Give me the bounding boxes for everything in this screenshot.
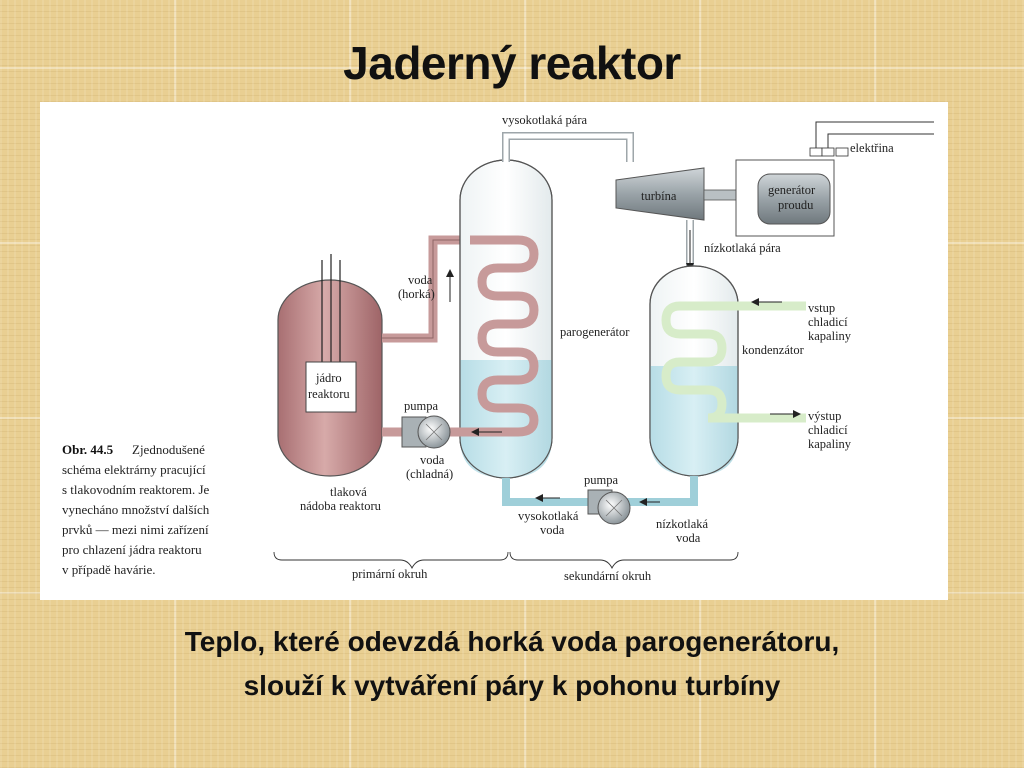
- secondary-pump-icon: [587, 489, 631, 525]
- label-turbine: turbína: [641, 189, 677, 203]
- reactor-diagram: vysokotlaká pára elektřina turbína gener…: [40, 102, 948, 600]
- figure-caption: Obr. 44.5 Zjednodušené schéma elektrárny…: [62, 442, 210, 577]
- label-hp-water-2: voda: [540, 523, 565, 537]
- label-coolant-in-2: chladicí: [808, 315, 848, 329]
- caption-line-7: v případě havárie.: [62, 562, 155, 577]
- primary-hot-pipe: [382, 235, 470, 343]
- label-core-2: reaktoru: [308, 387, 350, 401]
- bottom-text-line-1: Teplo, které odevzdá horká voda parogene…: [184, 626, 840, 657]
- generator: [735, 121, 934, 237]
- label-hot-water-2: (horká): [398, 287, 435, 301]
- label-coolant-out-2: chladicí: [808, 423, 848, 437]
- label-pump-primary: pumpa: [404, 399, 438, 413]
- slide-bottom-text: Teplo, které odevzdá horká voda parogene…: [0, 620, 1024, 708]
- reactor-schematic: vysokotlaká pára elektřina turbína gener…: [62, 113, 934, 583]
- label-generator-1: generátor: [768, 183, 816, 197]
- label-high-pressure-steam: vysokotlaká pára: [502, 113, 587, 127]
- caption-line-3: s tlakovodním reaktorem. Je: [62, 482, 210, 497]
- pressure-vessel: [277, 254, 383, 477]
- label-hot-water-1: voda: [408, 273, 433, 287]
- circuit-brackets: [273, 551, 739, 570]
- label-vessel-2: nádoba reaktoru: [300, 499, 382, 513]
- turbine: [615, 167, 739, 221]
- label-coolant-out-1: výstup: [808, 409, 841, 423]
- steam-generator: [450, 159, 553, 479]
- label-condenser: kondenzátor: [742, 343, 805, 357]
- label-generator-2: proudu: [778, 198, 814, 212]
- label-pump-secondary: pumpa: [584, 473, 618, 487]
- caption-line-1: Zjednodušené: [132, 442, 205, 457]
- label-lp-water-1: nízkotlaká: [656, 517, 709, 531]
- condenser: [649, 265, 806, 477]
- caption-line-2: schéma elektrárny pracující: [62, 462, 206, 477]
- label-primary-circuit: primární okruh: [352, 567, 428, 581]
- label-steam-generator: parogenerátor: [560, 325, 630, 339]
- caption-line-5: prvků — mezi nimi zařízení: [62, 522, 209, 537]
- label-electricity: elektřina: [850, 141, 894, 155]
- caption-line-4: vynecháno množství dalších: [62, 502, 210, 517]
- label-coolant-out-3: kapaliny: [808, 437, 852, 451]
- label-lp-water-2: voda: [676, 531, 701, 545]
- label-coolant-in-3: kapaliny: [808, 329, 852, 343]
- steam-line: [502, 132, 634, 162]
- caption-number: Obr. 44.5: [62, 442, 114, 457]
- label-hp-water-1: vysokotlaká: [518, 509, 579, 523]
- bottom-text-line-2: slouží k vytváření páry k pohonu turbíny: [243, 670, 781, 701]
- caption-line-6: pro chlazení jádra reaktoru: [62, 542, 202, 557]
- label-coolant-in-1: vstup: [808, 301, 835, 315]
- label-cold-water-2: (chladná): [406, 467, 453, 481]
- label-low-pressure-steam: nízkotlaká pára: [704, 241, 781, 255]
- label-secondary-circuit: sekundární okruh: [564, 569, 652, 583]
- primary-pump-icon: [401, 415, 451, 449]
- label-vessel-1: tlaková: [330, 485, 367, 499]
- label-core-1: jádro: [315, 371, 342, 385]
- label-cold-water-1: voda: [420, 453, 445, 467]
- slide-title: Jaderný reaktor: [343, 37, 681, 89]
